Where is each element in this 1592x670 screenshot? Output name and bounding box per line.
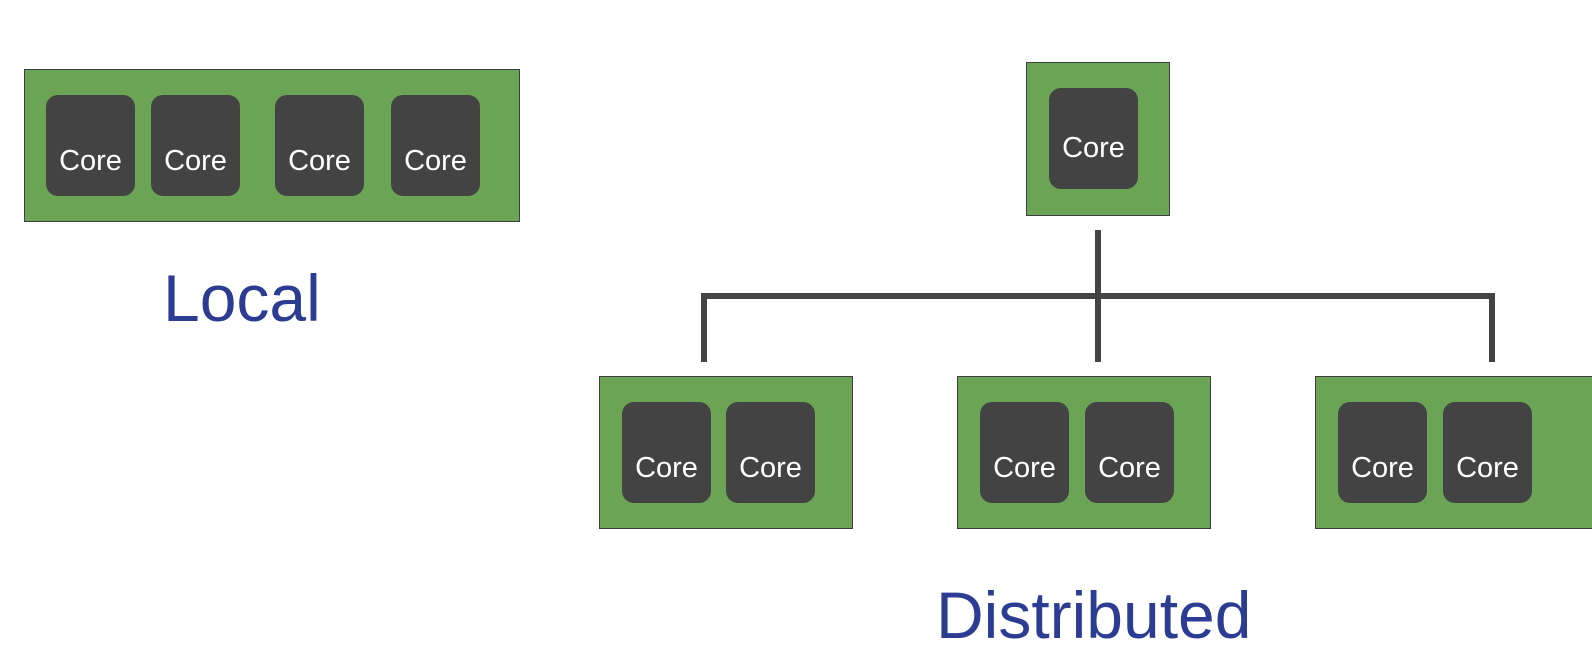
node-2-core-1: Core [980,402,1069,503]
node-3-core-1: Core [1338,402,1427,503]
node-3-core-2: Core [1443,402,1532,503]
node-1-core-1: Core [622,402,711,503]
core-label: Core [404,145,467,177]
core-label: Core [1062,132,1125,164]
node-2-core-2: Core [1085,402,1174,503]
core-label: Core [164,145,227,177]
local-core-3: Core [275,95,364,196]
core-label: Core [1351,452,1414,484]
local-core-2: Core [151,95,240,196]
core-label: Core [993,452,1056,484]
core-label: Core [1098,452,1161,484]
local-caption: Local [163,261,321,335]
root-core: Core [1049,88,1138,189]
node-1-core-2: Core [726,402,815,503]
local-core-4: Core [391,95,480,196]
local-core-1: Core [46,95,135,196]
core-label: Core [1456,452,1519,484]
distributed-node-1: Core Core [599,376,853,529]
local-machine: Core Core Core Core [24,69,520,222]
core-label: Core [288,145,351,177]
core-label: Core [635,452,698,484]
distributed-root-machine: Core [1026,62,1170,216]
core-label: Core [739,452,802,484]
distributed-caption: Distributed [936,578,1252,652]
core-label: Core [59,145,122,177]
distributed-node-3: Core Core [1315,376,1592,529]
distributed-node-2: Core Core [957,376,1211,529]
